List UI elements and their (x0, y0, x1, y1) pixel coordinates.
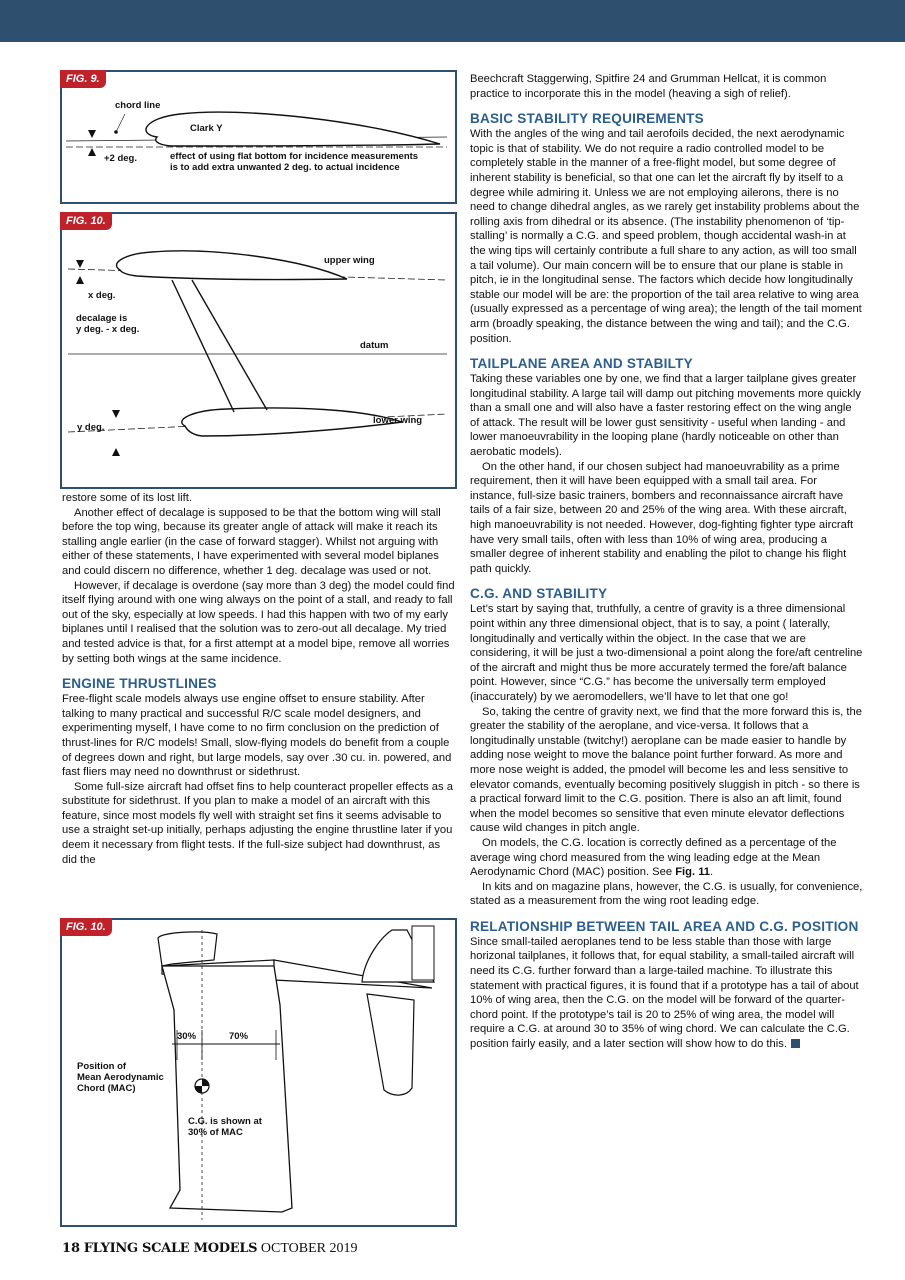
figure-tag: FIG. 10. (60, 212, 112, 230)
upper-wing-shape (115, 250, 348, 281)
paragraph: Since small-tailed aeroplanes tend to be… (470, 935, 863, 1052)
heading-tail-area-cg: RELATIONSHIP BETWEEN TAIL AREA AND C.G. … (470, 918, 859, 934)
paragraph: Let’s start by saying that, truthfully, … (470, 603, 863, 703)
label-70-percent: 70% (229, 1031, 249, 1042)
paragraph: With the angles of the wing and tail aer… (470, 128, 862, 345)
label-x-deg: x deg. (88, 290, 116, 301)
aerofoil-shape (145, 111, 441, 147)
paragraph: Beechcraft Staggerwing, Spitfire 24 and … (470, 73, 827, 100)
paragraph: restore some of its lost lift. (62, 492, 192, 504)
right-column: Beechcraft Staggerwing, Spitfire 24 and … (470, 72, 863, 1052)
paragraph: Another effect of decalage is supposed t… (62, 506, 441, 577)
label-note-1: effect of using flat bottom for incidenc… (170, 151, 419, 162)
magazine-name: FLYING SCALE MODELS (83, 1241, 258, 1256)
header-bar (0, 0, 905, 42)
label-mac-1: Position of (77, 1061, 127, 1072)
paragraph: On models, the C.G. location is correctl… (470, 836, 863, 880)
biplane-decalage-diagram (67, 250, 448, 456)
paragraph: However, if decalage is overdone (say mo… (62, 579, 455, 665)
strut-front (171, 279, 235, 413)
figure-10-decalage: FIG. 10. upper wing x deg. decalage is y… (60, 212, 457, 489)
strut-rear (191, 279, 268, 411)
label-mac-2: Mean Aerodynamic (77, 1072, 164, 1083)
tailplane (366, 993, 415, 1096)
label-mac-3: Chord (MAC) (77, 1083, 136, 1094)
heading-basic-stability: BASIC STABILITY REQUIREMENTS (470, 111, 704, 127)
paragraph: Free-flight scale models always use engi… (62, 693, 452, 779)
text: . (710, 866, 714, 879)
angle-arrow-bottom (88, 148, 96, 156)
heading-cg-stability: C.G. AND STABILITY (470, 586, 608, 602)
paragraph: On the other hand, if our chosen subject… (470, 460, 854, 575)
label-decalage-2: y deg. - x deg. (76, 324, 140, 335)
label-plus-2-deg: +2 deg. (104, 153, 137, 164)
label-note-2: is to add extra unwanted 2 deg. to actua… (170, 162, 400, 173)
issue-date: OCTOBER 2019 (260, 1241, 358, 1256)
paragraph: Some full-size aircraft had offset fins … (62, 780, 453, 866)
y-arrow-top (112, 410, 120, 418)
paragraph: So, taking the centre of gravity next, w… (470, 705, 862, 835)
paragraph: Taking these variables one by one, we fi… (470, 373, 861, 459)
label-chord-line: chord line (115, 100, 161, 111)
page-number: 18 (62, 1241, 81, 1256)
label-lower-wing: lower wing (373, 415, 423, 426)
figure-10-mac: FIG. 10. 30% 70% Position of Mean Aerody… (60, 918, 457, 1227)
label-datum: datum (360, 340, 389, 351)
text: On models, the C.G. location is correctl… (470, 836, 837, 879)
left-column: restore some of its lost lift. Another e… (62, 491, 456, 867)
mac-planform-diagram (157, 925, 435, 1220)
end-mark-icon (790, 1039, 800, 1049)
heading-tailplane-area: TAILPLANE AREA AND STABILTY (470, 356, 693, 372)
figure-reference: Fig. 11 (675, 866, 711, 879)
label-30-percent: 30% (177, 1031, 197, 1042)
figure-9: FIG. 9. chord line Clark Y +2 deg. effec… (60, 70, 457, 204)
fuselage-nose (157, 931, 218, 967)
wing-planform (161, 965, 293, 1213)
clark-y-diagram (65, 111, 448, 156)
x-arrow-top (76, 260, 84, 268)
angle-arrow-top (88, 130, 96, 138)
label-clark-y: Clark Y (190, 123, 223, 134)
paragraph: In kits and on magazine plans, however, … (470, 880, 863, 908)
figure-tag: FIG. 10. (60, 918, 112, 936)
label-upper-wing: upper wing (324, 255, 375, 266)
heading-engine-thrustlines: ENGINE THRUSTLINES (62, 676, 217, 692)
label-decalage-1: decalage is (76, 313, 128, 324)
label-y-deg: y deg. (77, 422, 105, 433)
lower-wing-shape (181, 407, 403, 437)
text: Since small-tailed aeroplanes tend to be… (470, 935, 859, 1051)
page-footer: 18 FLYING SCALE MODELS OCTOBER 2019 (62, 1240, 357, 1257)
label-cg-2: 30% of MAC (188, 1127, 243, 1138)
label-cg-1: C.G. is shown at (188, 1116, 262, 1127)
figure-tag: FIG. 9. (60, 70, 106, 88)
